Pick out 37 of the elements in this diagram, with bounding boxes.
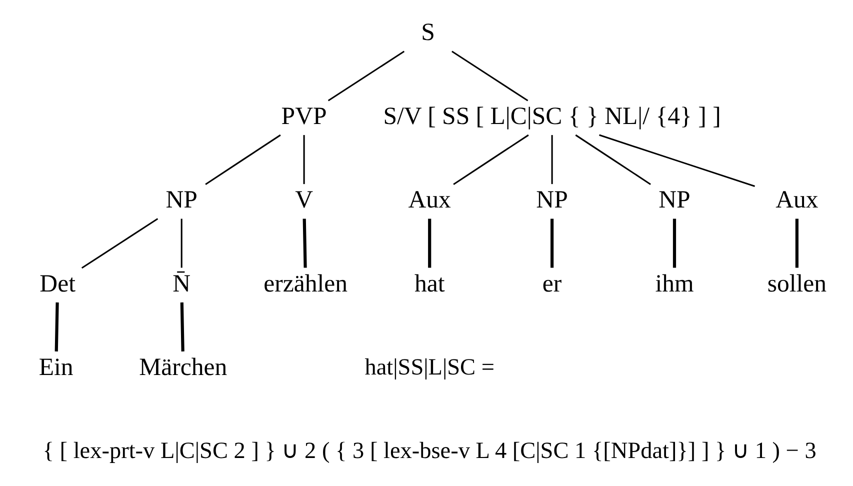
label: { [ lex-prt-v L|C|SC 2 ] } ∪ 2 ( { 3 [ lex-bse-v L 4 [C|SC 1 {[NPdat]}] ] } ∪ 1 ) − 3 <box>42 438 816 464</box>
label: hat|SS|L|SC = <box>364 354 494 380</box>
connector <box>205 134 281 184</box>
connector <box>550 218 554 268</box>
connector <box>54 302 59 351</box>
node-text: Märchen <box>139 353 228 380</box>
node-text: NP <box>658 186 690 214</box>
connector <box>575 134 651 184</box>
node-text: S/V [ SS [ L|C|SC { } NL|/ {4} ] ] <box>383 102 721 130</box>
connector <box>428 218 432 268</box>
node-text: N̄ <box>172 270 191 297</box>
connector <box>302 218 307 268</box>
connector <box>81 218 158 268</box>
node-text: Aux <box>776 186 818 214</box>
node-text: hat <box>414 270 445 297</box>
node-text: erzählen <box>264 270 348 297</box>
node-text: NP <box>536 186 568 214</box>
node-text: PVP <box>281 102 327 130</box>
node-text: Ein <box>38 353 74 380</box>
connector <box>452 50 528 101</box>
connector <box>180 218 182 268</box>
connector <box>551 134 553 184</box>
connector <box>453 134 529 184</box>
node-text: ihm <box>655 270 694 297</box>
node-text: sollen <box>767 270 827 297</box>
node-text: Aux <box>408 186 451 214</box>
node-text: NP <box>166 186 198 214</box>
connector <box>303 134 305 184</box>
connector <box>180 302 184 351</box>
connector <box>328 50 405 101</box>
node-text: S <box>421 18 435 46</box>
connector <box>795 218 798 268</box>
node-text: V <box>295 186 314 214</box>
connector <box>672 218 676 268</box>
connector <box>599 134 756 186</box>
node-text: Det <box>40 270 76 297</box>
node-text: er <box>542 270 562 297</box>
